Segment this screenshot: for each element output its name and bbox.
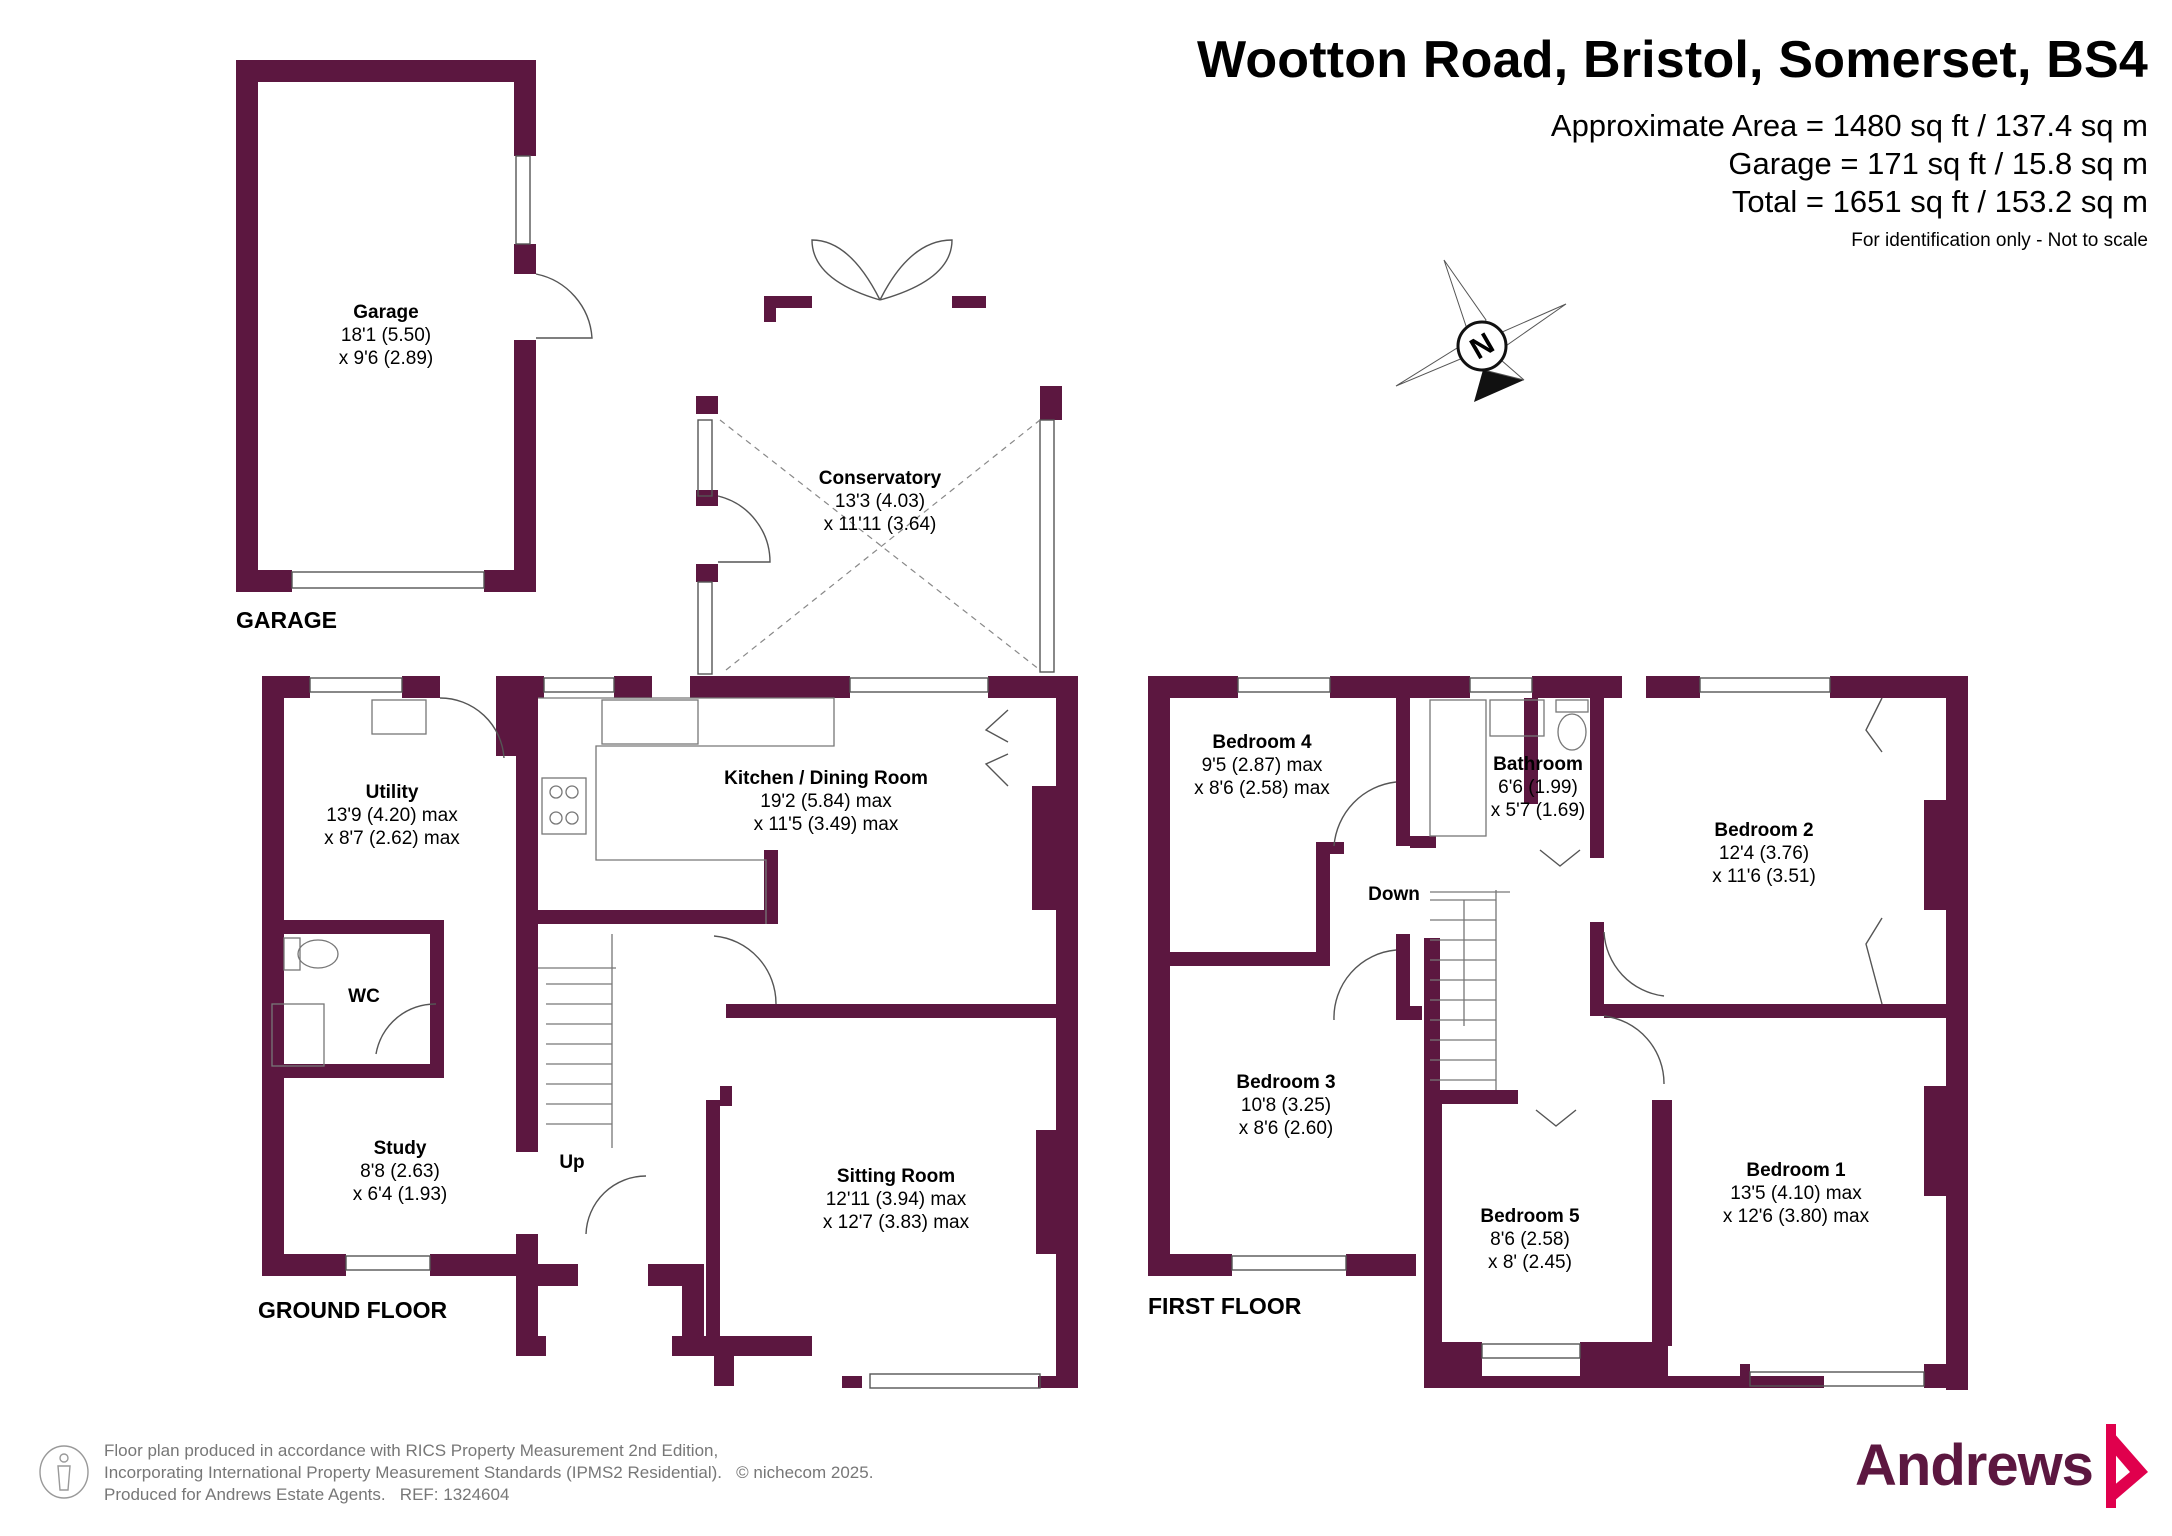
bathroom-name: Bathroom: [1493, 754, 1583, 775]
study-dim2: x 6'4 (1.93): [353, 1184, 447, 1205]
garage-dim2: x 9'6 (2.89): [339, 348, 433, 369]
bedroom3-dim2: x 8'6 (2.60): [1239, 1118, 1333, 1139]
utility-dim2: x 8'7 (2.62) max: [324, 828, 460, 849]
doors-windows: [291, 155, 1925, 1389]
bedroom1-dim2: x 12'6 (3.80) max: [1723, 1206, 1870, 1227]
utility-name: Utility: [366, 782, 419, 803]
stairs-down-label: Down: [1368, 884, 1420, 905]
bedroom4-dim1: 9'5 (2.87) max: [1202, 755, 1323, 776]
bedroom4-dim2: x 8'6 (2.58) max: [1194, 778, 1330, 799]
first-floor-label: FIRST FLOOR: [1148, 1293, 1302, 1319]
compass: [1395, 259, 1567, 402]
sitting-name: Sitting Room: [837, 1166, 955, 1187]
study-name: Study: [374, 1138, 427, 1159]
bedroom2-name: Bedroom 2: [1714, 820, 1813, 841]
approximate-area: Approximate Area = 1480 sq ft / 137.4 sq…: [1550, 108, 2148, 143]
garage-name: Garage: [353, 302, 418, 323]
bedroom2-dim2: x 11'6 (3.51): [1712, 866, 1816, 887]
utility-dim1: 13'9 (4.20) max: [326, 805, 458, 826]
footer-line2: Incorporating International Property Mea…: [104, 1463, 722, 1482]
sitting-dim1: 12'11 (3.94) max: [826, 1189, 967, 1210]
brand-logo: Andrews: [1855, 1433, 2094, 1498]
bedroom5-dim2: x 8' (2.45): [1488, 1252, 1572, 1273]
footer-line1: Floor plan produced in accordance with R…: [104, 1441, 719, 1460]
bedroom2-dim1: 12'4 (3.76): [1719, 843, 1809, 864]
bedroom5-name: Bedroom 5: [1480, 1206, 1580, 1227]
conservatory-dim1: 13'3 (4.03): [835, 491, 925, 512]
footer-line2-row: Incorporating International Property Mea…: [104, 1462, 873, 1484]
kitchen-dim1: 19'2 (5.84) max: [760, 791, 892, 812]
bedroom1-name: Bedroom 1: [1746, 1160, 1846, 1181]
first-floor-walls: [1148, 676, 1968, 1390]
conservatory-walls: [696, 296, 1062, 582]
conservatory-dim2: x 11'11 (3.64): [824, 514, 937, 535]
bedroom5-dim1: 8'6 (2.58): [1490, 1229, 1570, 1250]
total-area: Total = 1651 sq ft / 153.2 sq m: [1731, 184, 2148, 219]
footer-line3: Produced for Andrews Estate Agents.: [104, 1485, 386, 1504]
footer-ref: REF: 1324604: [399, 1485, 510, 1504]
garage-floor-label: GARAGE: [236, 607, 337, 633]
roof-dashes: [719, 419, 1041, 671]
bedroom1-dim1: 13'5 (4.10) max: [1730, 1183, 1862, 1204]
footer: Floor plan produced in accordance with R…: [104, 1440, 873, 1506]
garage-walls: [236, 60, 536, 592]
bedroom3-dim1: 10'8 (3.25): [1241, 1095, 1331, 1116]
brand-chevron-icon: [2106, 1424, 2148, 1508]
wc-name: WC: [348, 986, 380, 1007]
garage-area: Garage = 171 sq ft / 15.8 sq m: [1728, 146, 2148, 181]
conservatory-name: Conservatory: [819, 468, 942, 489]
bedroom3-name: Bedroom 3: [1236, 1072, 1335, 1093]
garage-dim1: 18'1 (5.50): [341, 325, 431, 346]
stairs-up-label: Up: [559, 1152, 584, 1173]
page-title: Wootton Road, Bristol, Somerset, BS4: [1197, 31, 2148, 89]
kitchen-dim2: x 11'5 (3.49) max: [754, 814, 899, 835]
fittings: [271, 697, 1589, 1148]
footer-line3-row: Produced for Andrews Estate Agents. REF:…: [104, 1484, 873, 1506]
person-icon: [39, 1445, 89, 1499]
study-dim1: 8'8 (2.63): [360, 1161, 440, 1182]
disclaimer: For identification only - Not to scale: [1851, 230, 2148, 251]
bathroom-dim1: 6'6 (1.99): [1498, 777, 1578, 798]
ground-floor-label: GROUND FLOOR: [258, 1297, 447, 1323]
kitchen-name: Kitchen / Dining Room: [724, 768, 928, 789]
sitting-dim2: x 12'7 (3.83) max: [823, 1212, 970, 1233]
footer-copyright: © nichecom 2025.: [736, 1463, 874, 1482]
bathroom-dim2: x 5'7 (1.69): [1491, 800, 1585, 821]
ground-floor-walls: [262, 676, 1078, 1388]
bedroom4-name: Bedroom 4: [1212, 732, 1312, 753]
